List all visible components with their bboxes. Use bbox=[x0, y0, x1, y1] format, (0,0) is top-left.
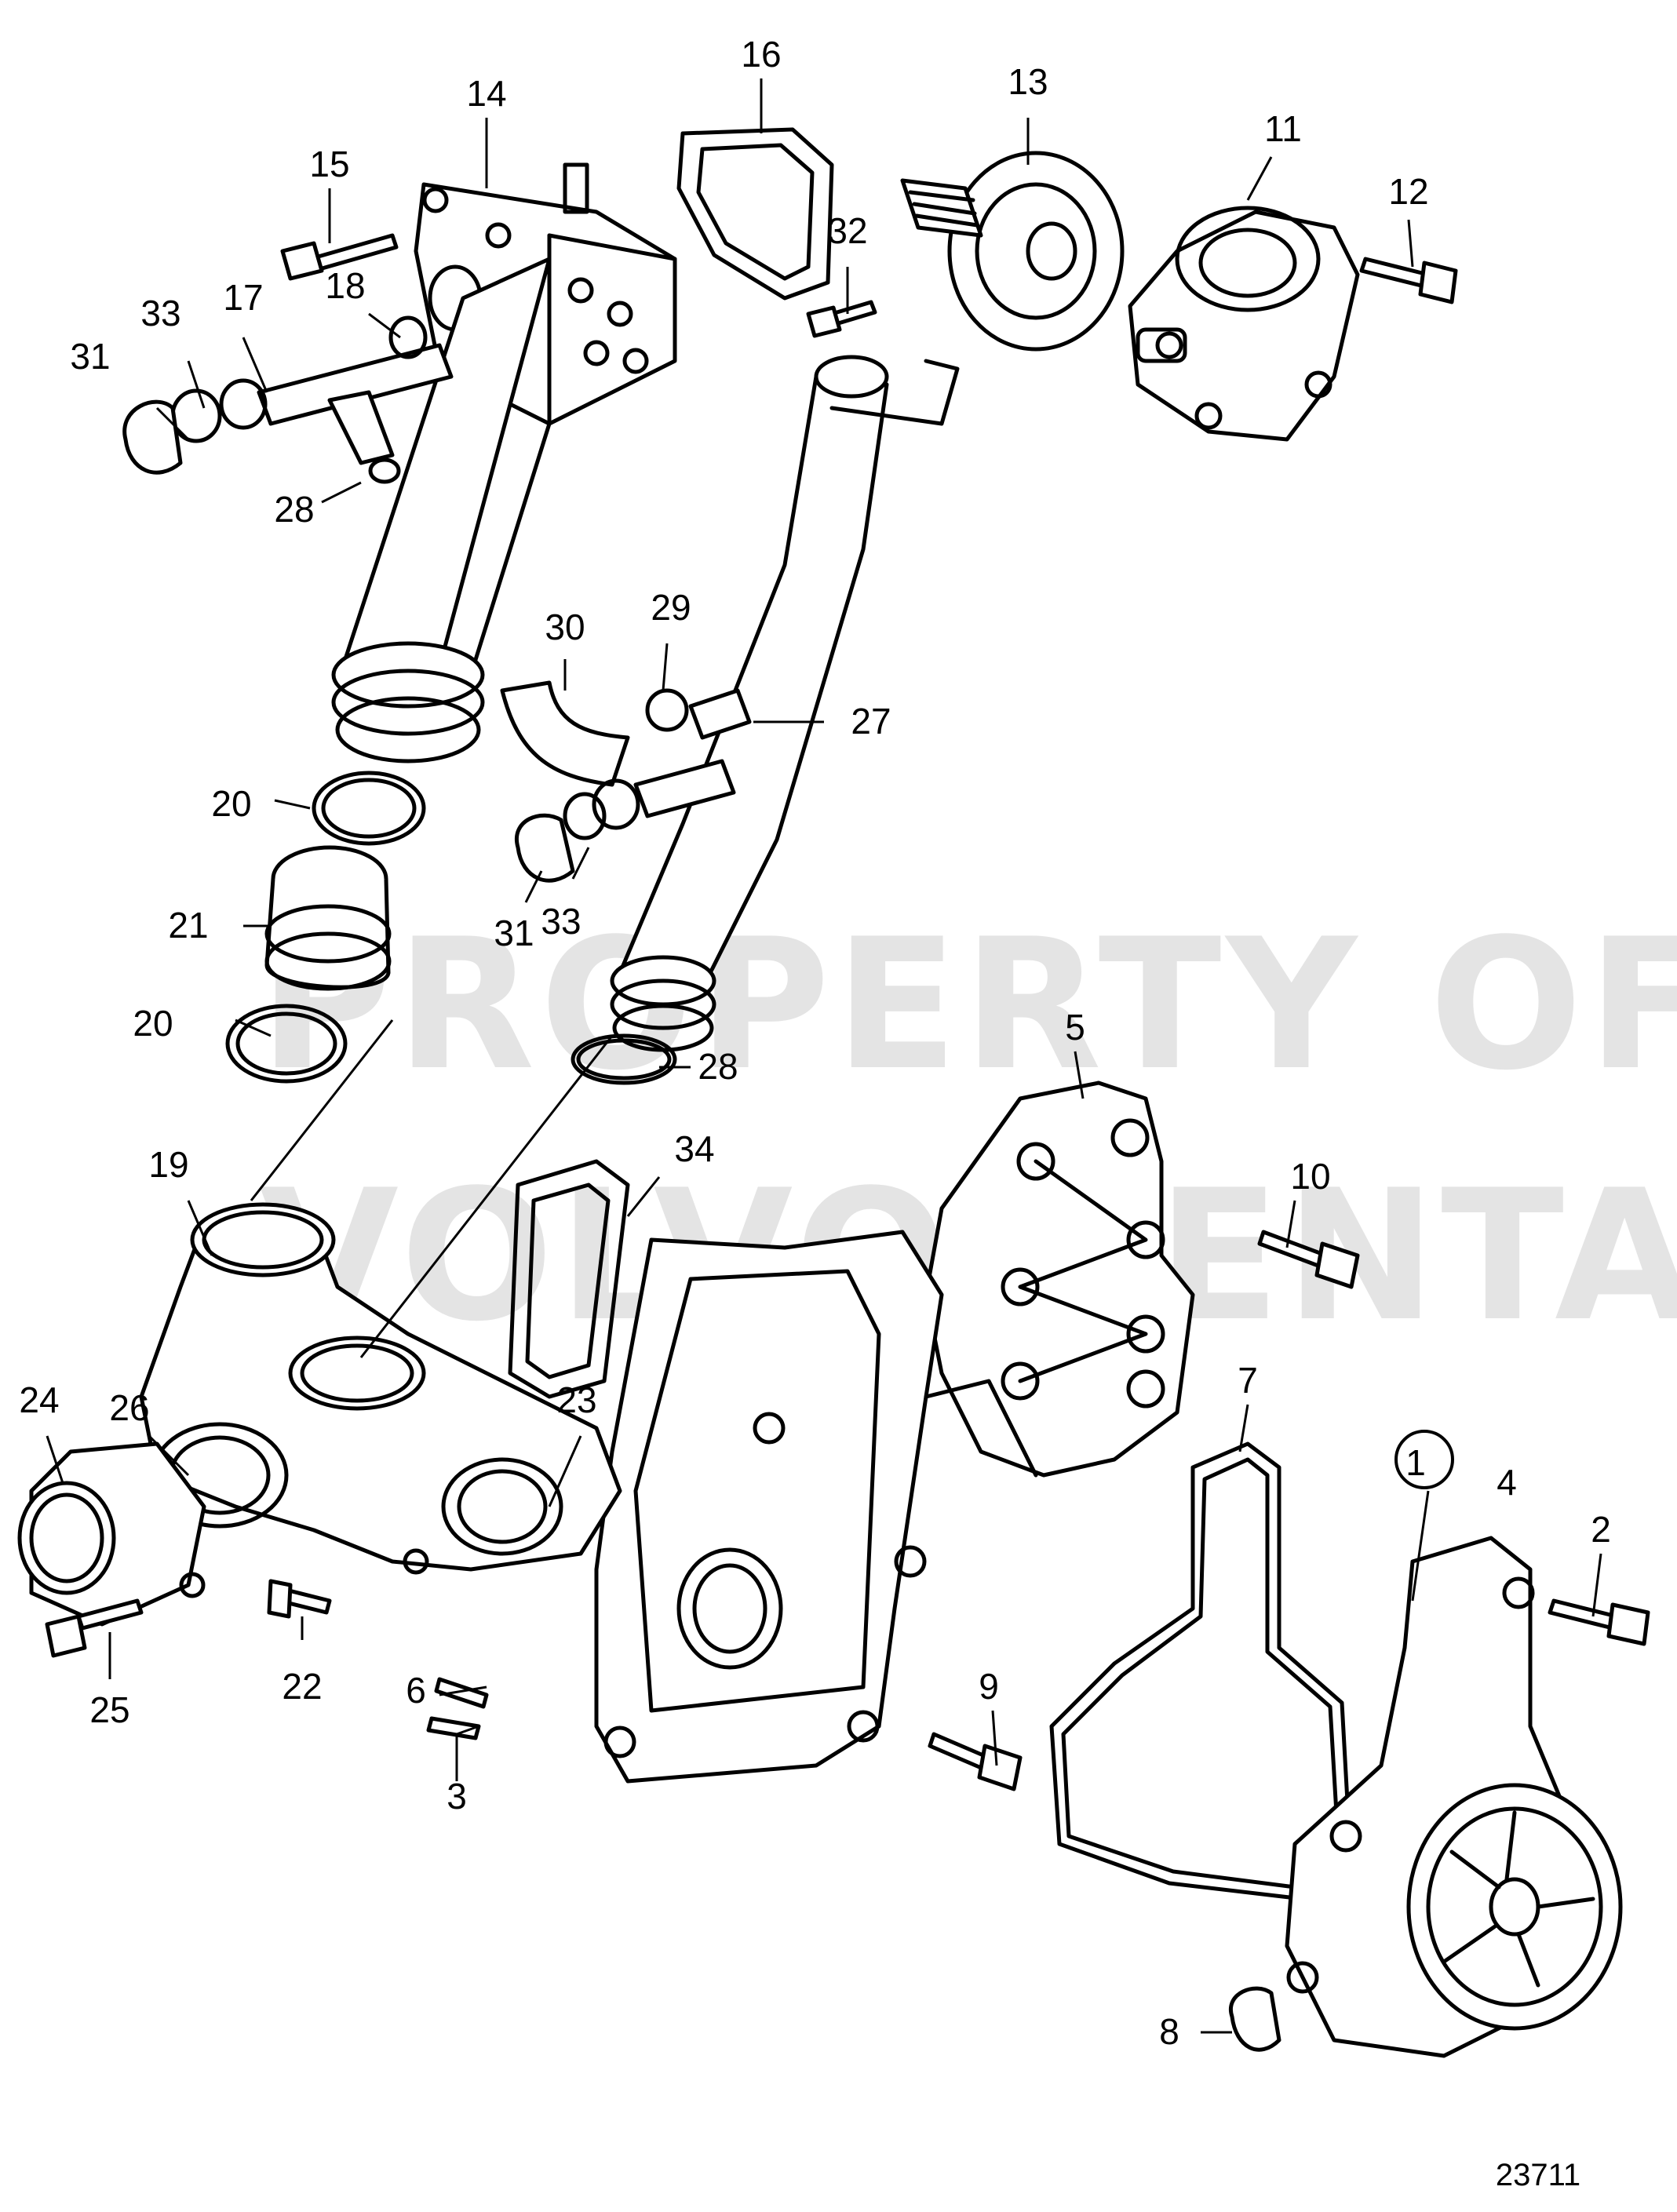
bolts bbox=[45, 233, 1650, 1791]
part-16-gasket bbox=[676, 127, 834, 301]
callout-label: 28 bbox=[698, 1046, 738, 1087]
callout-label: 14 bbox=[466, 73, 506, 114]
part-11-outlet-housing bbox=[1128, 206, 1360, 442]
drawing-number: 23711 bbox=[1496, 2158, 1580, 2192]
coolant-manifold bbox=[17, 1202, 622, 1627]
upper-left-fittings bbox=[122, 315, 454, 484]
callout-label: 27 bbox=[851, 701, 891, 742]
callout-label: 22 bbox=[282, 1666, 322, 1707]
callout-label: 31 bbox=[494, 913, 534, 953]
callout-label: 1 bbox=[1405, 1442, 1426, 1483]
part-34-gasket bbox=[508, 1159, 630, 1399]
kit-marker bbox=[1394, 1430, 1454, 1489]
callout-label: 3 bbox=[447, 1776, 467, 1817]
callout-label: 13 bbox=[1008, 61, 1048, 102]
callout-label: 20 bbox=[133, 1003, 173, 1044]
sensor-6 bbox=[434, 1677, 489, 1709]
callout-label: 12 bbox=[1388, 171, 1428, 212]
leader-lines bbox=[46, 78, 1602, 2034]
callout-label: 10 bbox=[1290, 1156, 1330, 1197]
callout-label: 20 bbox=[211, 783, 251, 824]
timing-cover bbox=[594, 1230, 1038, 1784]
callout-label: 11 bbox=[1264, 108, 1302, 149]
callout-label: 19 bbox=[148, 1144, 188, 1185]
watermark-line-1: PROPERTY OF bbox=[259, 901, 1677, 1110]
callout-label: 9 bbox=[979, 1666, 999, 1707]
callout-labels: 1 2 3 4 5 6 7 8 9 10 11 12 13 14 15 16 1… bbox=[19, 34, 1610, 2052]
callout-label: 21 bbox=[168, 905, 208, 946]
callout-label: 31 bbox=[70, 336, 110, 377]
callout-label: 34 bbox=[674, 1128, 714, 1169]
callout-label: 33 bbox=[140, 293, 180, 333]
callout-label: 26 bbox=[109, 1387, 149, 1428]
callout-label: 2 bbox=[1591, 1509, 1611, 1550]
callout-label: 5 bbox=[1065, 1007, 1085, 1048]
callout-label: 17 bbox=[223, 277, 263, 318]
callout-label: 16 bbox=[741, 34, 781, 75]
callout-label: 7 bbox=[1238, 1360, 1258, 1401]
middle-fittings bbox=[514, 688, 752, 883]
callout-label: 6 bbox=[406, 1670, 426, 1711]
part-13-thermostat bbox=[900, 151, 1125, 352]
callout-label: 4 bbox=[1497, 1462, 1517, 1503]
part-14-thermostat-housing bbox=[331, 162, 677, 763]
callout-label: 32 bbox=[827, 210, 867, 251]
part-27-coolant-pipe bbox=[610, 355, 960, 1052]
callout-label: 30 bbox=[545, 607, 585, 647]
callout-label: 25 bbox=[89, 1689, 129, 1730]
part-30-hose bbox=[500, 680, 630, 787]
part-4-water-pump bbox=[1228, 1536, 1623, 2058]
pin-3 bbox=[426, 1716, 481, 1740]
callout-label: 24 bbox=[19, 1379, 59, 1420]
bolt-2 bbox=[1548, 1598, 1619, 1631]
callout-label: 15 bbox=[309, 144, 349, 184]
part-7-gasket bbox=[1049, 1441, 1352, 1901]
bolt-12 bbox=[1359, 257, 1431, 289]
seal-rings bbox=[225, 771, 677, 1085]
callout-label: 8 bbox=[1159, 2011, 1179, 2052]
callout-label: 28 bbox=[274, 489, 314, 530]
part-5-bracket bbox=[924, 1080, 1195, 1478]
callout-label: 29 bbox=[651, 587, 691, 628]
callout-label: 23 bbox=[556, 1379, 596, 1420]
callout-label: 18 bbox=[325, 265, 365, 306]
callout-label: 33 bbox=[541, 901, 581, 942]
